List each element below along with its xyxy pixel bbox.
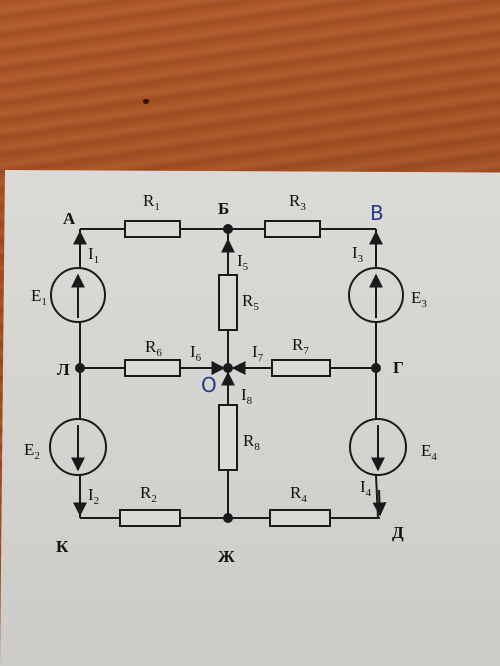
current-arrow-i4 bbox=[372, 489, 387, 517]
resistor-r8 bbox=[218, 404, 238, 471]
label-i8: I8 bbox=[241, 385, 253, 407]
label-i7: I7 bbox=[252, 342, 264, 364]
label-i5: I5 bbox=[237, 251, 249, 273]
node-label-d: Д bbox=[392, 523, 404, 542]
source-e4 bbox=[349, 418, 407, 476]
resistor-r7 bbox=[271, 359, 331, 377]
label-r2: R2 bbox=[140, 483, 157, 505]
junction-zh bbox=[223, 513, 233, 523]
resistor-r5 bbox=[218, 274, 238, 331]
junction-l bbox=[75, 363, 85, 373]
label-r5: R5 bbox=[242, 291, 259, 313]
source-e2 bbox=[49, 418, 107, 476]
label-r7: R7 bbox=[292, 335, 309, 357]
node-label-v: B bbox=[370, 201, 384, 225]
label-r3: R3 bbox=[289, 191, 306, 213]
source-e1 bbox=[50, 267, 106, 323]
label-e2: E2 bbox=[24, 440, 40, 462]
node-label-l: Л bbox=[57, 360, 70, 379]
node-label-g: Г bbox=[393, 358, 404, 377]
node-label-a: A bbox=[63, 209, 76, 228]
label-r4: R4 bbox=[290, 483, 307, 505]
label-e1: E1 bbox=[31, 286, 47, 308]
label-i2: I2 bbox=[88, 485, 99, 507]
node-label-zh: Ж bbox=[218, 547, 235, 566]
label-e4: E4 bbox=[421, 441, 437, 463]
node-label-k: К bbox=[56, 537, 69, 556]
junction-g bbox=[371, 363, 381, 373]
resistor-r4 bbox=[269, 509, 331, 527]
resistor-r3 bbox=[264, 220, 321, 238]
label-i3: I3 bbox=[352, 243, 364, 265]
label-i6: I6 bbox=[190, 342, 202, 364]
resistor-r2 bbox=[119, 509, 181, 527]
junction-b bbox=[223, 224, 233, 234]
node-label-b: Б bbox=[218, 199, 229, 218]
paper-sheet bbox=[0, 170, 500, 666]
resistor-r1 bbox=[124, 220, 181, 238]
label-r8: R8 bbox=[243, 431, 260, 453]
wood-knot bbox=[143, 99, 149, 104]
resistor-r6 bbox=[124, 359, 181, 377]
label-i4: I4 bbox=[360, 477, 372, 499]
junction-o bbox=[223, 363, 233, 373]
label-i1: I1 bbox=[88, 244, 99, 266]
label-r6: R6 bbox=[145, 337, 162, 359]
node-label-o: О bbox=[201, 373, 217, 397]
source-e3 bbox=[348, 267, 404, 323]
label-e3: E3 bbox=[411, 288, 427, 310]
label-r1: R1 bbox=[143, 191, 160, 213]
